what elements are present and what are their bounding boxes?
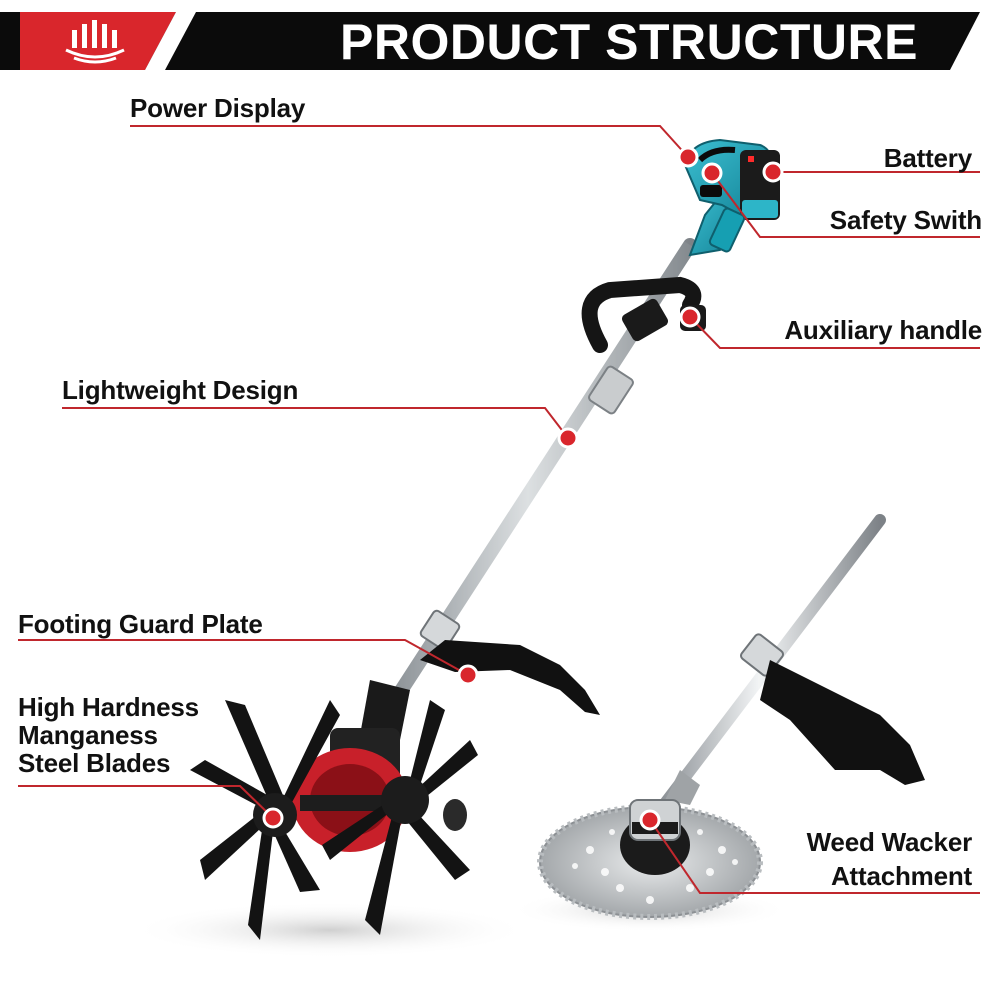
- label-blades-line2: Manganess: [18, 720, 158, 750]
- label-safety-switch: Safety Swith: [829, 205, 982, 235]
- label-footing-guard-plate: Footing Guard Plate: [18, 609, 263, 639]
- marker-blades: [262, 807, 284, 829]
- footing-guard-plate: [420, 640, 600, 715]
- marker-auxiliary-handle: [679, 306, 701, 328]
- page-title: PRODUCT STRUCTURE: [340, 14, 918, 70]
- weed-wacker-attachment: [537, 514, 925, 920]
- marker-weed-wacker: [639, 809, 661, 831]
- marker-battery: [762, 161, 784, 183]
- callout-lines: [18, 125, 980, 894]
- callout-markers: [262, 146, 784, 831]
- marker-lightweight-design: [557, 427, 579, 449]
- motor-housing: [683, 138, 780, 257]
- marker-power-display: [677, 146, 699, 168]
- label-weed-wacker-line1: Weed Wacker: [806, 827, 973, 857]
- label-blades-line1: High Hardness: [18, 692, 199, 722]
- brand-emblem-icon: [65, 20, 125, 64]
- label-battery: Battery: [883, 143, 972, 173]
- label-auxiliary-handle: Auxiliary handle: [784, 315, 982, 345]
- marker-safety-switch: [701, 162, 723, 184]
- label-power-display: Power Display: [130, 93, 306, 123]
- label-blades-line3: Steel Blades: [18, 748, 171, 778]
- tine-blades: [190, 700, 478, 940]
- trimmer-guard: [760, 660, 925, 785]
- label-weed-wacker-line2: Attachment: [830, 861, 972, 891]
- header-bar: [0, 12, 980, 70]
- marker-guard-plate: [457, 664, 479, 686]
- tiller-tool: [190, 138, 780, 940]
- header-accent: [20, 12, 176, 70]
- label-lightweight-design: Lightweight Design: [62, 375, 299, 405]
